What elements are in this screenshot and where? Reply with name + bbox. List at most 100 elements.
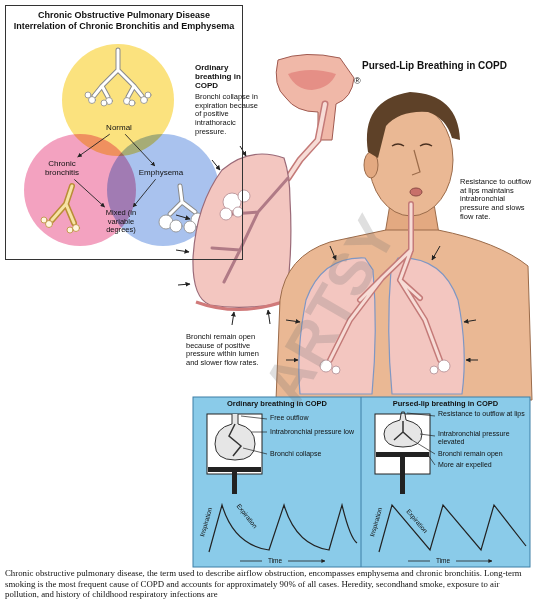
watermark: ARTSY (249, 205, 410, 416)
connector-arrow (78, 134, 110, 157)
alveolus (220, 208, 232, 220)
leader-line (243, 448, 267, 454)
leader-line (412, 440, 435, 454)
leader-line (407, 413, 435, 416)
flow-waveform (379, 505, 526, 552)
axis-label: Expiration (235, 502, 259, 529)
axis-label: Inspiration (198, 507, 213, 538)
pressure-arrow (268, 310, 270, 324)
head-section (276, 54, 354, 140)
pressure-arrow (178, 284, 190, 285)
leader-line (420, 434, 435, 436)
enlarged-alveolus (184, 221, 196, 233)
time-axis (240, 561, 262, 562)
bronchitis-airway (41, 186, 80, 233)
part-label: Intrabronchial pressure low (270, 428, 358, 436)
callout-note: Bronchi collapse in expiration because o… (195, 93, 263, 136)
alveolus (85, 92, 91, 98)
alveolus (430, 366, 438, 374)
time-axis (456, 561, 492, 562)
eyes (392, 144, 432, 146)
node-text: Emphysema (139, 168, 183, 177)
time-axis (288, 561, 325, 562)
nose (412, 150, 420, 175)
part-label: Intrabronchial pressure elevated (438, 430, 528, 446)
lung-model (215, 414, 255, 460)
node-text: Mixed (in variable degrees) (98, 209, 144, 235)
leader-line (241, 416, 267, 419)
hair (367, 92, 460, 158)
pressure-arrow (464, 320, 476, 322)
alveolus (233, 207, 243, 217)
condition-label: Chronic bronchitis (34, 159, 90, 177)
connector-arrow (125, 134, 155, 166)
part-label: More air expelled (438, 461, 528, 469)
pressure-arrow (176, 215, 190, 219)
condition-label: Emphysema (139, 168, 183, 177)
lip-resistance (401, 412, 405, 414)
pressure-arrow (212, 160, 220, 170)
trachea (288, 104, 325, 178)
axis-label: Expiration (405, 508, 429, 535)
airway-lumen (94, 50, 142, 97)
nasal-cavity (288, 70, 336, 90)
airway-outline (94, 50, 142, 97)
pressure-arrow (240, 146, 246, 156)
pressure-arrow (232, 312, 234, 325)
airway-lumen (170, 186, 195, 214)
lung-model (384, 414, 422, 447)
alveolus (438, 360, 450, 372)
collapsed-bronchus (229, 424, 241, 456)
part-label: Bronchi collapse (270, 450, 358, 458)
open-bronchus (394, 421, 412, 440)
connector-arrow (133, 179, 156, 207)
diaphragm (196, 300, 288, 310)
airway-outline (52, 186, 74, 223)
node-text: Normal (106, 123, 132, 132)
airway-lumen (52, 186, 74, 223)
piston-panel (193, 397, 530, 567)
cylinder (207, 414, 262, 474)
panel-ground (193, 397, 530, 567)
callout-note: Bronchi remain open because of positive … (186, 333, 266, 368)
alveolus (101, 100, 107, 106)
leader-line (428, 455, 435, 465)
panel-box: Ordinary breathing in COPD (193, 397, 361, 567)
axis-label: Time (436, 557, 450, 564)
pressure-arrow (432, 246, 440, 260)
caption-text: Chronic obstructive pulmonary disease, t… (5, 568, 535, 600)
node-text: Ordinary breathing in COPD (193, 397, 361, 408)
alveolus (67, 227, 73, 233)
collapsed-bronchi (212, 178, 288, 282)
airway-outline (170, 186, 195, 214)
pressure-arrow (176, 250, 189, 252)
axis-label: Inspiration (368, 507, 383, 538)
pressure-arrow (466, 360, 478, 361)
piston-plate (376, 452, 429, 457)
part-label: Resistance to outflow at lips (438, 410, 528, 418)
normal-airway (85, 50, 151, 106)
piston-rod (400, 457, 405, 494)
node-text: Pursed-lip breathing in COPD (361, 397, 530, 408)
alveolus (238, 190, 250, 202)
panel-box: Pursed-lip breathing in COPD (361, 397, 530, 567)
connector-arrow (74, 179, 104, 207)
figure-heading: Pursed-Lip Breathing in COPD (362, 60, 537, 72)
panel-divider (361, 397, 362, 567)
alveolus (73, 225, 80, 232)
piston-plate (208, 467, 261, 472)
alveolus (41, 217, 47, 223)
callout-note: Resistance to outflow at lips maintains … (460, 178, 536, 221)
lung (193, 154, 291, 307)
node-text: Chronic bronchitis (34, 159, 90, 177)
part-label: Free outflow (270, 414, 358, 422)
piston-rod (232, 472, 237, 494)
trademark-sign: ® (354, 76, 361, 86)
venn-circles (24, 44, 219, 246)
node-text: Chronic Obstructive Pulmonary Disease In… (12, 10, 236, 32)
pursed-lips (410, 188, 422, 196)
